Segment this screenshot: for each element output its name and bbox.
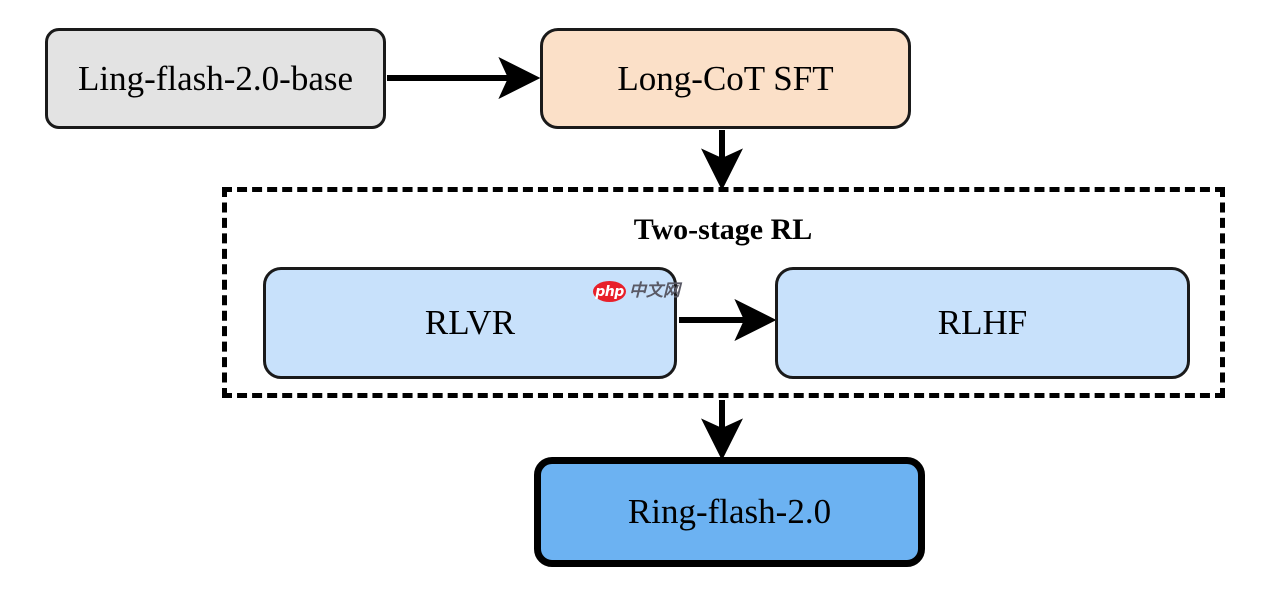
node-ring-flash-2-0[interactable]: Ring-flash-2.0: [534, 457, 925, 567]
node-ling-flash-2-0-base-label: Ling-flash-2.0-base: [77, 58, 354, 98]
node-long-cot-sft-label: Long-CoT SFT: [617, 58, 834, 98]
node-rlvr[interactable]: RLVR: [263, 267, 677, 379]
node-rlhf-label: RLHF: [937, 303, 1028, 342]
node-ring-flash-2-0-label: Ring-flash-2.0: [627, 492, 832, 531]
group-two-stage-rl-title: Two-stage RL: [0, 213, 1280, 247]
group-two-stage-rl-title-label: Two-stage RL: [633, 213, 813, 246]
node-long-cot-sft[interactable]: Long-CoT SFT: [540, 28, 911, 129]
group-two-stage-rl: [222, 187, 1225, 398]
node-rlvr-label: RLVR: [424, 303, 516, 342]
node-ling-flash-2-0-base[interactable]: Ling-flash-2.0-base: [45, 28, 386, 129]
node-rlhf[interactable]: RLHF: [775, 267, 1190, 379]
